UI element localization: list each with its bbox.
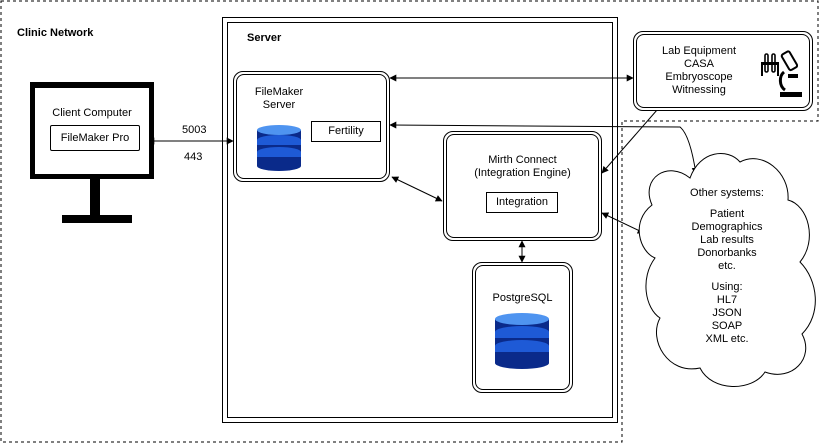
server-label: Server bbox=[247, 32, 282, 44]
other-systems-item: Donorbanks bbox=[697, 247, 757, 259]
monitor-icon bbox=[30, 82, 154, 223]
port-443: 443 bbox=[184, 151, 203, 163]
lab-equipment-box bbox=[633, 31, 813, 111]
mirth-connect-title: Mirth Connect (Integration Engine) bbox=[443, 154, 602, 180]
fertility-label: Fertility bbox=[328, 125, 364, 137]
postgresql-label: PostgreSQL bbox=[492, 292, 553, 304]
microscope-icon bbox=[778, 50, 802, 97]
format-item: JSON bbox=[712, 307, 742, 319]
lab-equipment-list: Lab Equipment CASA Embryoscope Witnessin… bbox=[643, 45, 755, 97]
using-title: Using: bbox=[711, 281, 743, 293]
arrow-filemaker-other bbox=[389, 121, 699, 175]
other-systems-text: Other systems: Patient Demographics Lab … bbox=[662, 187, 792, 346]
clinic-network-label: Clinic Network bbox=[17, 27, 94, 39]
mirth-connect-box bbox=[443, 131, 602, 241]
format-item: HL7 bbox=[716, 294, 738, 306]
integration-label: Integration bbox=[496, 196, 548, 208]
lab-equipment-line: Witnessing bbox=[672, 84, 726, 96]
database-icon bbox=[257, 125, 301, 171]
database-icon bbox=[495, 313, 549, 369]
other-systems-title: Other systems: bbox=[690, 187, 764, 199]
format-item: XML etc. bbox=[705, 333, 749, 345]
arrow-filemaker-mirth bbox=[391, 176, 443, 202]
mirth-connect-title-line1: Mirth Connect bbox=[488, 154, 557, 166]
integration-box: Integration bbox=[486, 192, 558, 213]
other-systems-item: etc. bbox=[718, 260, 736, 272]
fertility-box: Fertility bbox=[311, 121, 381, 142]
arrow-mirth-other bbox=[601, 212, 645, 234]
filemaker-server-title-line2: Server bbox=[262, 99, 296, 111]
other-systems-item: Lab results bbox=[700, 234, 754, 246]
other-systems-item: Patient bbox=[709, 208, 745, 220]
filemaker-pro-label: FileMaker Pro bbox=[60, 132, 130, 144]
mirth-connect-title-line2: (Integration Engine) bbox=[474, 167, 571, 179]
port-5003: 5003 bbox=[182, 124, 207, 136]
lab-equipment-line: Lab Equipment bbox=[662, 45, 736, 57]
filemaker-server-title-line1: FileMaker bbox=[254, 86, 304, 98]
format-item: SOAP bbox=[711, 320, 743, 332]
test-tubes-icon bbox=[761, 53, 779, 76]
other-systems-cloud bbox=[638, 153, 816, 387]
filemaker-pro-box: FileMaker Pro bbox=[50, 125, 140, 151]
filemaker-server-title: FileMaker Server bbox=[243, 86, 315, 112]
server-box bbox=[222, 17, 618, 423]
lab-equipment-line: CASA bbox=[684, 58, 714, 70]
client-computer-label: Client Computer bbox=[52, 107, 132, 119]
lab-equipment-line: Embryoscope bbox=[665, 71, 733, 83]
other-systems-item: Demographics bbox=[691, 221, 763, 233]
